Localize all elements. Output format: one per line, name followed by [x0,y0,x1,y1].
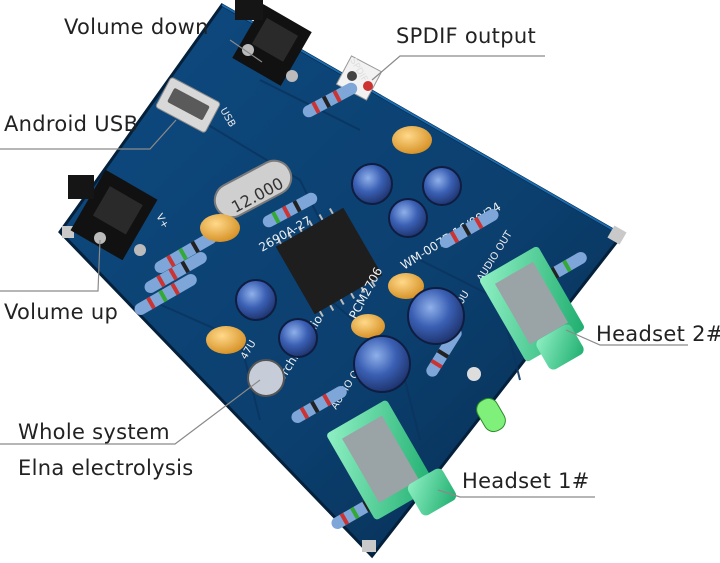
ceramic-capacitors [200,126,432,354]
label-spdif-output: SPDIF output [396,24,536,48]
volume-up-switch [68,169,158,261]
electrolytic-capacitors [235,163,465,397]
label-whole-system: Whole system [18,420,170,444]
led-indicator [467,367,506,433]
headset-1-jack [327,400,457,520]
label-android-usb: Android USB [4,112,139,136]
pcm-chip [275,207,383,317]
headset-2-jack [480,246,584,370]
leader-lines [0,39,688,498]
volume-down-switch [232,0,312,86]
label-elna: Elna electrolysis [18,456,194,480]
label-volume-up: Volume up [4,300,119,324]
resistors [134,82,587,529]
label-volume-down: Volume down [64,15,209,39]
label-headset-2: Headset 2# [596,322,720,346]
label-headset-1: Headset 1# [462,469,590,493]
